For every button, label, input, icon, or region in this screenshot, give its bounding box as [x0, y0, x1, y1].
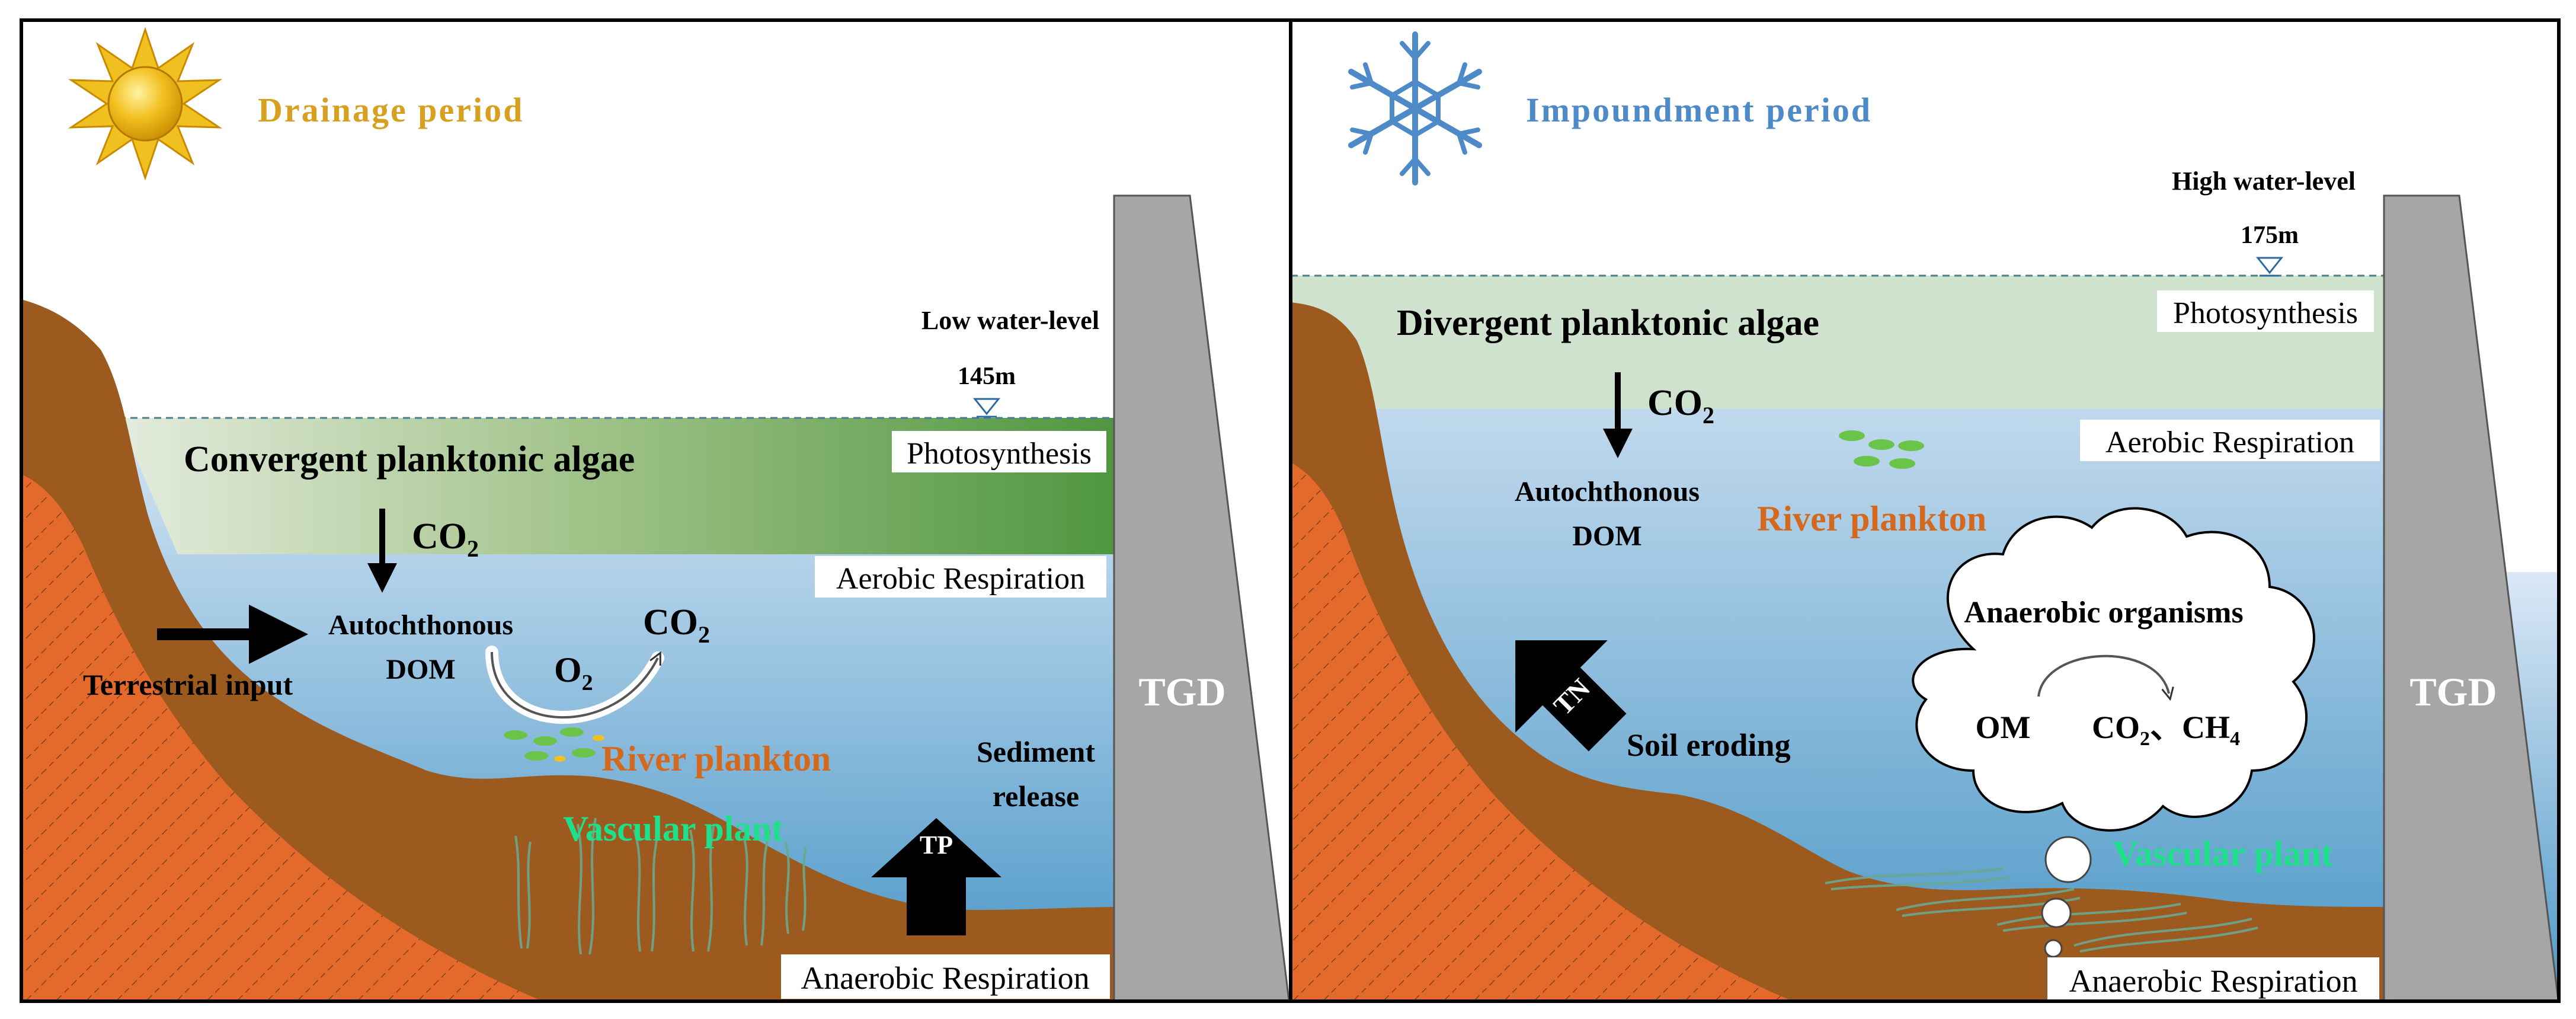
- left-algae-label: Convergent planktonic algae: [184, 439, 635, 480]
- right-river-plankton-label: River plankton: [1757, 499, 1986, 538]
- left-aerobic-label: Aerobic Respiration: [836, 562, 1085, 596]
- left-title: Drainage period: [258, 91, 524, 129]
- left-water-level-label: Low water-level: [921, 306, 1099, 335]
- left-co2-out-label: CO2: [643, 602, 710, 648]
- right-co2-label: CO2: [1647, 383, 1714, 429]
- right-products-separator: 、: [2150, 710, 2182, 745]
- left-autochthonous-label: Autochthonous: [328, 609, 513, 641]
- left-soil: [21, 299, 1118, 1001]
- sun-icon: [68, 27, 223, 181]
- right-title: Impoundment period: [1526, 91, 1872, 129]
- left-vascular-plants: [514, 817, 807, 955]
- left-co2-base: CO: [412, 516, 467, 557]
- right-algae-label: Divergent planktonic algae: [1397, 303, 1819, 343]
- left-o2-label: O2: [554, 650, 593, 695]
- left-anaerobic-label: Anaerobic Respiration: [801, 960, 1089, 996]
- left-co2-out-base: CO: [643, 602, 698, 643]
- right-autochthonous-label: Autochthonous: [1515, 476, 1700, 507]
- right-vascular-plants: [1825, 867, 2258, 953]
- right-panel-frame: [1289, 18, 2561, 1003]
- right-products-label: CO2、CH4: [2092, 710, 2240, 750]
- right-aerobic-label: Aerobic Respiration: [2105, 426, 2354, 459]
- right-bedrock: [1291, 462, 1793, 1001]
- right-dam: [2383, 194, 2559, 1001]
- right-bubbles: [2041, 836, 2092, 958]
- left-sediment-line2: release: [993, 780, 1079, 813]
- left-water-level-marker-icon: [972, 398, 1001, 418]
- right-products-co2-base: CO: [2092, 710, 2140, 745]
- right-dom-label: DOM: [1572, 520, 1641, 552]
- right-products-ch4-base: CH: [2182, 710, 2230, 745]
- left-plankton-cluster: [504, 727, 604, 762]
- right-tn-arrow: TN: [1515, 640, 1627, 752]
- left-river-plankton-label: River plankton: [601, 739, 831, 778]
- right-water-level-label: High water-level: [2172, 167, 2356, 196]
- right-soil: [1291, 302, 2384, 1001]
- left-dam: [1113, 194, 1289, 1001]
- right-photosynthesis-label: Photosynthesis: [2173, 296, 2358, 330]
- right-anaerobic-cloud: [1912, 507, 2315, 832]
- snowflake-icon: [1348, 31, 1482, 186]
- right-panel: TGD Impoundment period High water-level …: [1291, 31, 2559, 1001]
- right-co2-base: CO: [1647, 383, 1703, 423]
- left-co2-out-sub: 2: [698, 621, 710, 648]
- right-dam-label: TGD: [2409, 669, 2497, 714]
- left-terrestrial-label: Terrestrial input: [83, 668, 293, 701]
- left-water-level-value: 145m: [958, 363, 1016, 390]
- left-panel: TGD Drainage period Low water-level 145m…: [21, 27, 1289, 1001]
- left-dom-label: DOM: [386, 654, 455, 685]
- left-sediment-line1: Sediment: [977, 735, 1095, 768]
- right-water-level-value: 175m: [2241, 222, 2299, 249]
- left-bedrock: [21, 474, 543, 1001]
- right-co2-sub: 2: [1703, 402, 1714, 429]
- right-water-level-marker-icon: [2255, 257, 2284, 277]
- left-photosynthesis-label: Photosynthesis: [907, 437, 1092, 471]
- right-anaerobic-label: Anaerobic Respiration: [2069, 963, 2357, 999]
- left-co2-sub: 2: [467, 535, 479, 562]
- right-products-co2-sub: 2: [2140, 728, 2150, 750]
- left-vascular-label: Vascular plant: [563, 809, 783, 848]
- right-soil-eroding-label: Soil eroding: [1627, 727, 1791, 763]
- left-algae-band: [119, 418, 1118, 554]
- right-vascular-label: Vascular plant: [2113, 834, 2333, 873]
- left-dam-label: TGD: [1138, 669, 1225, 714]
- left-tp-label: TP: [920, 830, 953, 860]
- right-plankton-cluster: [1839, 430, 1924, 469]
- left-co2-label: CO2: [412, 516, 479, 562]
- right-anaerobic-organisms-label: Anaerobic organisms: [1964, 596, 2243, 630]
- right-products-ch4-sub: 4: [2230, 728, 2240, 750]
- left-tp-arrow: [871, 818, 1001, 935]
- left-o2-base: O: [554, 650, 582, 689]
- left-o2-sub: 2: [582, 670, 593, 695]
- right-om-label: OM: [1976, 710, 2031, 745]
